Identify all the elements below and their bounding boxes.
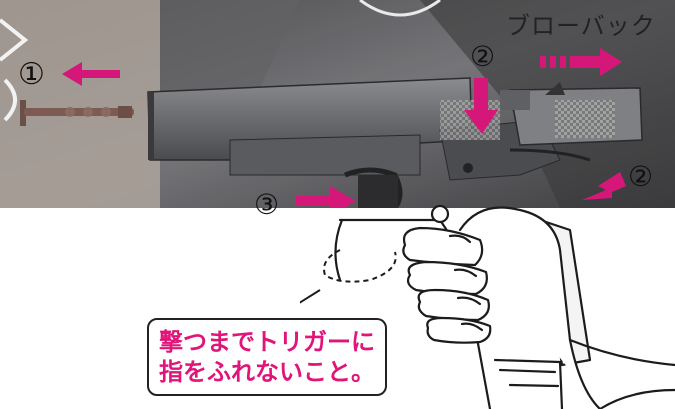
pin-part: [20, 100, 134, 126]
arrow-step2-right: [582, 172, 626, 200]
step2-right-label: ②: [628, 160, 653, 193]
hand-drawing: [300, 204, 675, 409]
arrow-step1: [62, 62, 120, 86]
arrow-step3: [296, 186, 356, 208]
arrow-blowback: [540, 48, 622, 76]
pistol: [147, 77, 591, 208]
step3-marker: ③: [254, 188, 279, 221]
slide-blowback: [500, 82, 643, 146]
arrow-step2-down: [464, 78, 498, 134]
step2-top-label: ②: [470, 40, 495, 73]
blowback-label: ブローバック: [506, 12, 656, 40]
warning-caption: 撃つまでトリガーに 指をふれないこと。: [147, 318, 387, 396]
pistol-photo: ① ② ②: [0, 0, 675, 208]
svg-text:③: ③: [254, 188, 279, 221]
caption-line-1: 撃つまでトリガーに: [159, 328, 375, 356]
step1-label: ①: [18, 57, 45, 92]
caption-line-2: 指をふれないこと。: [159, 358, 375, 386]
